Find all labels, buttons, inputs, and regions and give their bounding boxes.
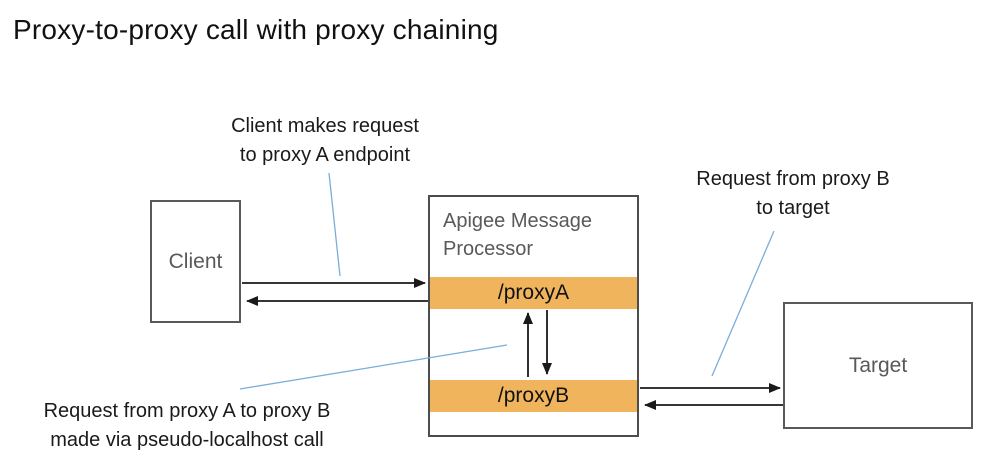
page-title: Proxy-to-proxy call with proxy chaining [13,14,499,45]
proxy-b-endpoint-bar: /proxyB [430,380,637,412]
client-node: Client [150,200,241,323]
annotation-target-request: Request from proxy B to target [696,168,890,219]
proxy-a-endpoint-bar: /proxyA [430,277,637,309]
message-processor-node: Apigee Message Processor /proxyA /proxyB [428,195,639,437]
annotation-client-request: Client makes request to proxy A endpoint [231,115,419,166]
target-node: Target [783,302,973,429]
proxy-a-endpoint-label: /proxyA [497,281,570,304]
callout-line-client-request [328,172,341,277]
proxy-b-endpoint-label: /proxyB [497,384,570,407]
client-node-label: Client [168,249,223,273]
annotation-chain-request: Request from proxy A to proxy B made via… [43,400,331,451]
target-node-label: Target [848,353,908,377]
callout-line-target-request [711,230,775,377]
message-processor-label: Apigee Message Processor [443,210,592,260]
